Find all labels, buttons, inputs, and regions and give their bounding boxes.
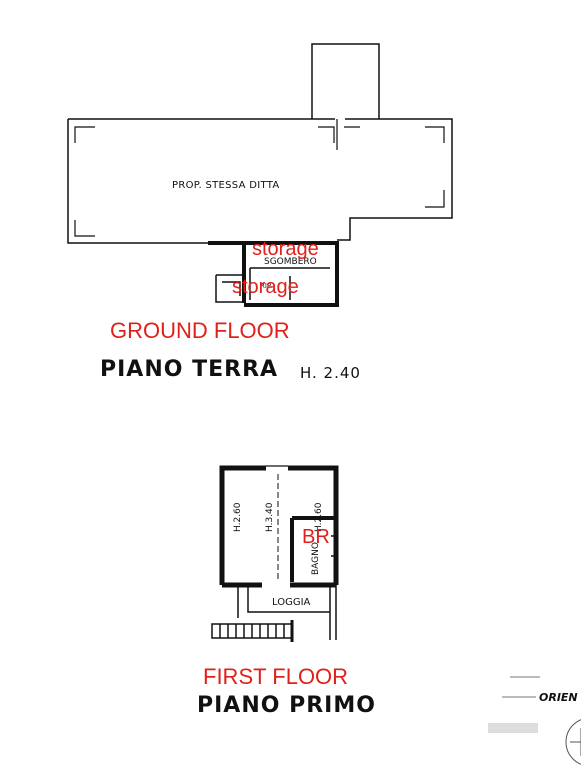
first-floor-plan (211, 465, 339, 642)
ground-storage-walls (208, 241, 339, 307)
loggia-label: LOGGIA (272, 597, 311, 608)
ground-corner-marks (74, 126, 445, 237)
storage-annotation: storage (252, 238, 319, 260)
ground-closet (215, 274, 244, 303)
ground-floor-height: H. 2.40 (300, 364, 361, 382)
first-outer-walls (219, 465, 339, 588)
first-bathroom-fixture (331, 535, 338, 557)
compass-icon (565, 719, 581, 765)
first-floor-title-it: PIANO PRIMO (197, 693, 376, 718)
ground-floor-title-it: PIANO TERRA (100, 357, 279, 382)
ground-floor-plan (67, 43, 453, 307)
first-height-left: H.2.60 (233, 502, 243, 532)
first-loggia-outline (237, 585, 337, 640)
ground-tower-outline (311, 43, 380, 119)
closet-label: RIP. (260, 282, 273, 290)
ground-storage-inner (249, 267, 330, 300)
first-floor-title-en: FIRST FLOOR (203, 664, 349, 689)
orientation-label: ORIEN (539, 691, 578, 704)
bathroom-annotation: BR (302, 526, 330, 548)
ground-floor-title-en: GROUND FLOOR (110, 318, 290, 343)
first-stairs (211, 620, 294, 642)
first-height-center: H.3.40 (265, 502, 275, 532)
closet-annotation: storage (232, 276, 299, 298)
storage-room-label: SGOMBERO (264, 257, 317, 267)
first-bathroom-walls (290, 516, 336, 582)
main-room-label: PROP. STESSA DITTA (172, 180, 280, 191)
scan-marks (488, 676, 540, 733)
